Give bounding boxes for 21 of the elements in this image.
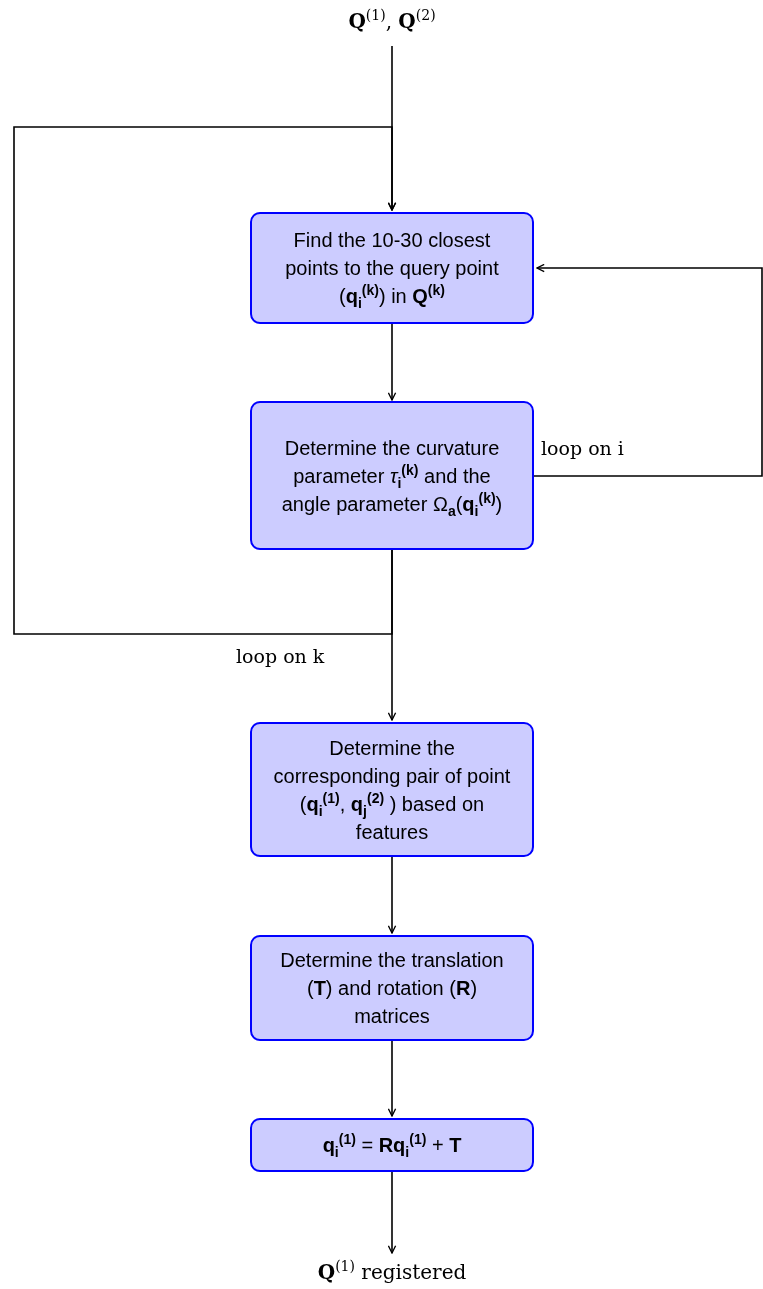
arrow <box>387 1171 397 1254</box>
arrow <box>387 856 397 934</box>
flow-text: Q$^{(1)}$, Q$^{(2)}$ <box>348 9 436 33</box>
edge-label: loop on i <box>541 437 624 459</box>
arrow <box>387 549 397 721</box>
box-text: Determine the curvature parameter τ$_{i}$$^{(k)}$ and the angle parameter Ω$_{a}$(q$_{i}$$^{(k)}$) <box>280 435 504 518</box>
box-text: q$_{i}$$^{(1)}$ = Rq$_{i}$$^{(1)}$ + T <box>322 1131 462 1159</box>
process-box <box>250 212 534 324</box>
flow-text: Q$^{(1)}$ registered <box>317 1260 467 1284</box>
arrow <box>387 323 397 401</box>
process-box <box>250 1118 534 1172</box>
edge-label: loop on k <box>236 645 325 667</box>
box-text: Determine the translation (T) and rotation (R) matrices <box>279 948 505 1029</box>
box-text: Determine the corresponding pair of point (q$_{i}$$^{(1)}$, q$_{j}$$^{(2)}$ ) based on features <box>272 735 512 845</box>
arrow <box>13 126 397 635</box>
process-box <box>250 722 534 857</box>
process-box <box>250 935 534 1041</box>
process-box <box>250 401 534 550</box>
arrow <box>387 1040 397 1117</box>
box-text: Find the 10-30 closest points to the query point (q$_{i}$$^{(k)}$) in Q$^{(k)}$ <box>284 228 500 310</box>
arrow <box>533 263 763 477</box>
